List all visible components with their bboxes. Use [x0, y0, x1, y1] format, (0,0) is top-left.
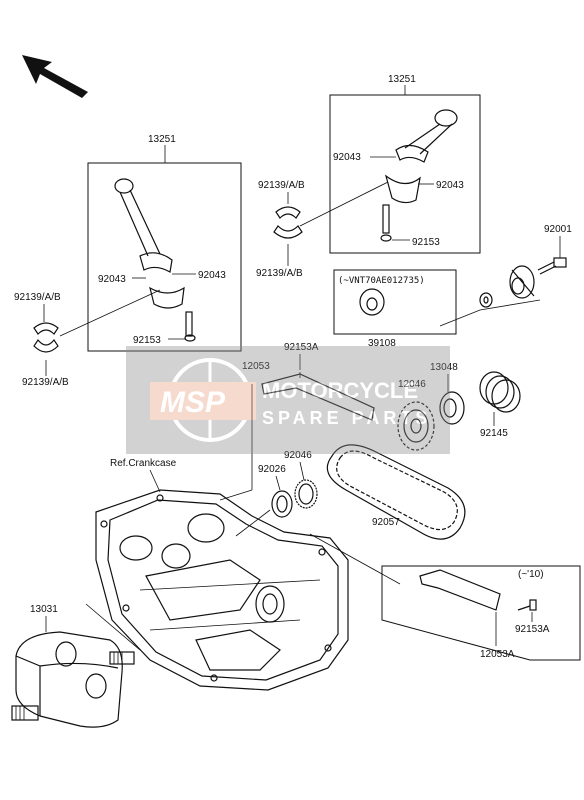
label-12053: 12053 — [242, 361, 270, 372]
label-92153-a: 92153 — [133, 335, 161, 346]
crankcase — [95, 489, 349, 691]
label-13251-top: 13251 — [388, 74, 416, 85]
guide-box-12053A — [381, 565, 581, 661]
label-92153A-b: 92153A — [515, 624, 550, 635]
watermark-brand-box — [150, 382, 256, 420]
chain-guide-12053A — [419, 569, 501, 611]
drive-gear-part — [509, 265, 535, 299]
vnt-box — [333, 269, 457, 335]
sprocket-13048 — [439, 391, 465, 425]
label-note-10: (~'10) — [518, 569, 544, 580]
label-vnt-note: (~VNT70AE012735) — [338, 276, 425, 286]
label-92043-d: 92043 — [198, 270, 226, 281]
label-92043-c: 92043 — [98, 274, 126, 285]
bolt-92001 — [537, 257, 567, 275]
seal-92026 — [271, 490, 293, 518]
label-ref-crankcase: Ref.Crankcase — [110, 458, 177, 469]
label-39108: 39108 — [368, 338, 396, 349]
label-12046: 12046 — [398, 379, 426, 390]
label-92139-b: 92139/A/B — [256, 268, 303, 279]
label-92153-b: 92153 — [412, 237, 440, 248]
washer-part — [479, 292, 493, 308]
label-92026: 92026 — [258, 464, 286, 475]
label-92057: 92057 — [372, 517, 400, 528]
chain-guide-12053 — [261, 372, 375, 421]
crankshaft-13031 — [11, 631, 135, 728]
bolt-92153A-b — [517, 599, 537, 611]
label-92046: 92046 — [284, 450, 312, 461]
label-92153A-a: 92153A — [284, 342, 319, 353]
watermark-line2: SPARE PARTS — [262, 408, 431, 428]
watermark: MSP MOTORCYCLE SPARE PARTS — [126, 346, 450, 454]
gear-12046 — [397, 401, 435, 451]
ring-92046 — [294, 479, 318, 509]
label-13048: 13048 — [430, 362, 458, 373]
watermark-brand: MSP — [160, 386, 226, 419]
label-92043-a: 92043 — [333, 152, 361, 163]
label-92043-b: 92043 — [436, 180, 464, 191]
spring-92145 — [479, 371, 521, 413]
chain-92057 — [326, 444, 466, 540]
bearing-shells-left — [33, 322, 59, 353]
label-12053A: 12053A — [480, 649, 515, 660]
bearing-shells-middle — [273, 206, 303, 239]
label-13251-left: 13251 — [148, 134, 176, 145]
connecting-rod-left — [114, 178, 196, 342]
label-13031: 13031 — [30, 604, 58, 615]
part-39108 — [359, 288, 385, 316]
label-92139-a: 92139/A/B — [258, 180, 305, 191]
direction-arrow-icon — [22, 55, 88, 98]
label-92001: 92001 — [544, 224, 572, 235]
label-92145: 92145 — [480, 428, 508, 439]
conrod-box-left — [87, 162, 242, 352]
watermark-line1: MOTORCYCLE — [262, 378, 418, 403]
label-92139-d: 92139/A/B — [22, 377, 69, 388]
label-92139-c: 92139/A/B — [14, 292, 61, 303]
connecting-rod-right — [380, 109, 458, 242]
